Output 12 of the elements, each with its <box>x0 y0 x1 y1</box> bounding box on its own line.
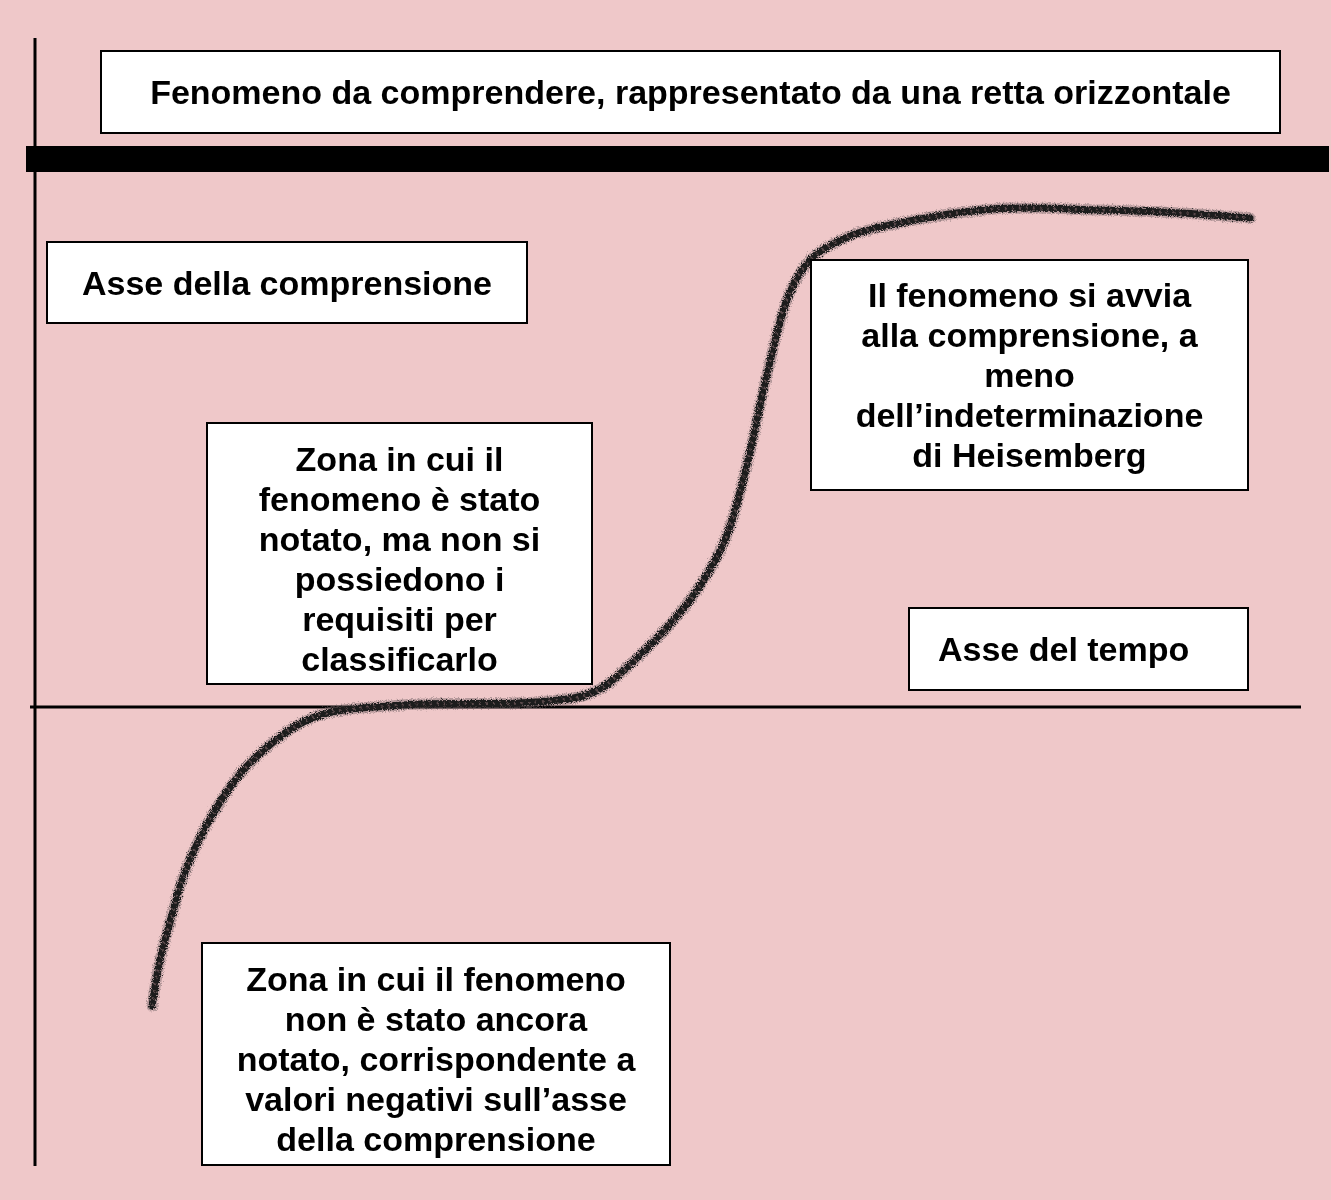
text-box <box>206 422 593 685</box>
text-box <box>201 942 671 1166</box>
text-box <box>100 50 1281 134</box>
box-text: Asse del tempo <box>938 629 1190 669</box>
box-text: Asse della comprensione <box>81 262 492 303</box>
box-text: Zona in cui il fenomeno non è stato ancora notato, corrispondente a valori negativi sull’asse della comprensione <box>235 959 637 1159</box>
box-text: Il fenomeno si avvia alla comprensione, a meno dell’indeterminazione di Heisemberg <box>854 275 1205 475</box>
text-box <box>810 259 1249 491</box>
text-box <box>46 241 528 324</box>
box-text: Zona in cui il fenomeno è stato notato, ma non si possiedono i requisiti per classificarlo <box>257 439 542 679</box>
box-text: Fenomeno da comprendere, rappresentato da una retta orizzontale <box>150 72 1231 112</box>
text-box <box>908 607 1249 691</box>
